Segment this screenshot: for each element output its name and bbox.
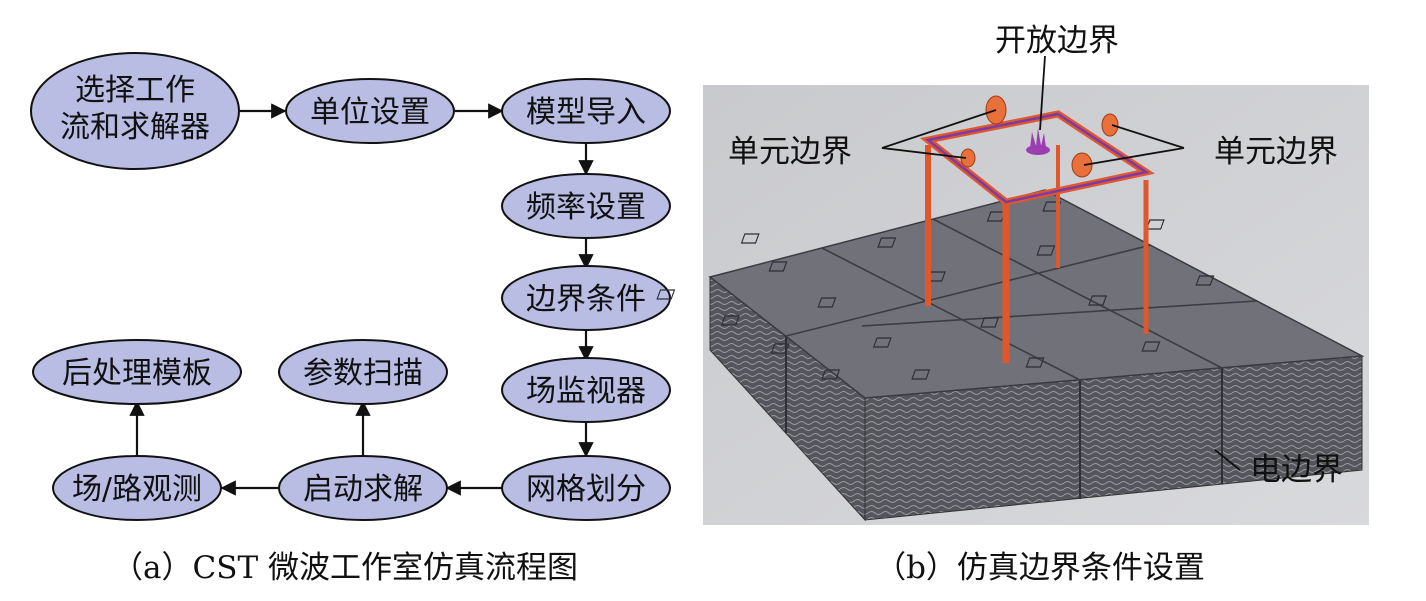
boundary-render: 开放边界 单元边界 单元边界 电边界 （b）仿真边界条件设置 bbox=[656, 23, 1369, 586]
node-model-import: 模型导入 bbox=[501, 78, 671, 144]
boundary-frame bbox=[919, 95, 1155, 363]
node-postprocess-template: 后处理模板 bbox=[32, 339, 242, 405]
node-field-monitor-label: 场监视器 bbox=[526, 374, 646, 409]
node-select-workflow: 选择工作 流和求解器 bbox=[30, 52, 240, 170]
node-unit-settings-label: 单位设置 bbox=[310, 95, 430, 130]
node-param-sweep: 参数扫描 bbox=[278, 339, 448, 405]
node-start-solver: 启动求解 bbox=[278, 455, 448, 521]
label-electric-boundary: 电边界 bbox=[1250, 452, 1343, 488]
node-postprocess-template-label: 后处理模板 bbox=[62, 356, 212, 391]
label-unit-boundary-right: 单元边界 bbox=[1214, 134, 1338, 170]
port-marker-right bbox=[1101, 113, 1119, 137]
open-boundary-marker bbox=[1026, 128, 1050, 155]
leader-lines bbox=[881, 55, 1241, 471]
node-field-path-observe-label: 场/路观测 bbox=[72, 472, 202, 507]
label-open-boundary: 开放边界 bbox=[995, 23, 1119, 59]
node-boundary-conditions: 边界条件 bbox=[501, 265, 671, 331]
node-frequency-settings: 频率设置 bbox=[501, 173, 671, 239]
caption-a: （a）CST 微波工作室仿真流程图 bbox=[112, 550, 578, 586]
node-frequency-settings-label: 频率设置 bbox=[526, 190, 646, 225]
node-model-import-label: 模型导入 bbox=[526, 95, 646, 130]
node-select-workflow-line1: 选择工作 bbox=[75, 73, 195, 108]
node-param-sweep-label: 参数扫描 bbox=[303, 356, 423, 391]
node-mesh-label: 网格划分 bbox=[526, 472, 646, 507]
flowchart: 选择工作 流和求解器 单位设置 模型导入 频率设置 边界条件 场监视器 网格划分 bbox=[30, 52, 671, 586]
node-unit-settings: 单位设置 bbox=[285, 78, 455, 144]
caption-b: （b）仿真边界条件设置 bbox=[875, 550, 1205, 586]
label-unit-boundary-left: 单元边界 bbox=[728, 134, 852, 170]
port-marker-front bbox=[1071, 152, 1093, 178]
node-boundary-conditions-label: 边界条件 bbox=[526, 282, 646, 317]
node-select-workflow-line2: 流和求解器 bbox=[60, 110, 210, 145]
node-field-monitor: 场监视器 bbox=[501, 357, 671, 423]
node-mesh: 网格划分 bbox=[501, 455, 671, 521]
tile-cells bbox=[656, 201, 1215, 380]
node-start-solver-label: 启动求解 bbox=[303, 472, 423, 507]
node-field-path-observe: 场/路观测 bbox=[52, 455, 222, 521]
